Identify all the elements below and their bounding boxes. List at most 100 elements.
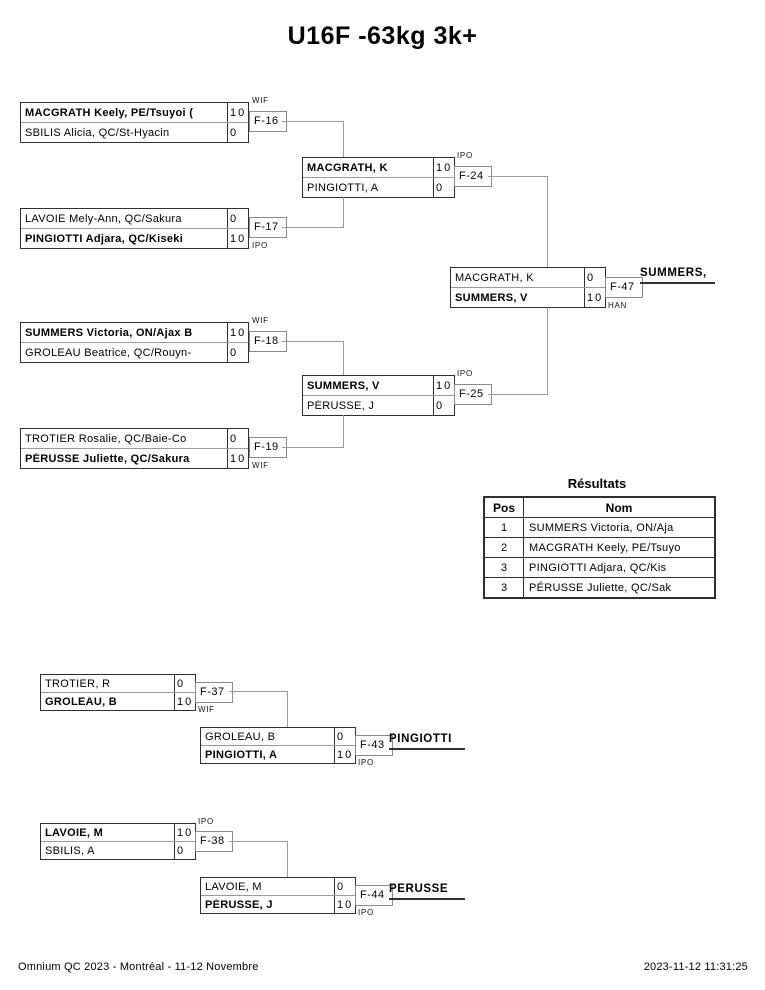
player-name: LAVOIE Mely-Ann, QC/Sakura xyxy=(25,212,182,225)
connector-line xyxy=(343,197,344,228)
player-row: MACGRATH Keely, PE/Tsuyoi ( 10 xyxy=(21,103,248,123)
player-row: PÉRUSSE, J 0 xyxy=(303,396,454,415)
player-score: 0 xyxy=(227,429,248,448)
player-score: 10 xyxy=(174,693,195,710)
connector-line xyxy=(287,841,288,877)
connector-line xyxy=(229,691,287,692)
player-score: 0 xyxy=(433,178,454,197)
player-score: 10 xyxy=(227,229,248,248)
player-score: 10 xyxy=(433,158,454,177)
player-score: 0 xyxy=(584,268,605,287)
match-box-f24: MACGRATH, K 10 PINGIOTTI, A 0 xyxy=(302,157,455,198)
winner-label-repechage-b: PÉRUSSE xyxy=(389,883,465,900)
results-header-row: Pos Nom xyxy=(483,496,716,518)
player-row: TROTIER, R 0 xyxy=(41,675,195,693)
match-box-f17: LAVOIE Mely-Ann, QC/Sakura 0 PINGIOTTI A… xyxy=(20,208,249,249)
connector-line xyxy=(282,341,343,342)
result-pos: 3 xyxy=(483,557,524,578)
result-pos: 2 xyxy=(483,537,524,558)
player-name: GROLEAU, B xyxy=(45,695,118,708)
connector-line xyxy=(282,227,343,228)
connector-line xyxy=(488,176,547,177)
connector-line xyxy=(547,176,548,267)
player-name: PÉRUSSE, J xyxy=(205,898,273,911)
player-name: SUMMERS, V xyxy=(455,291,528,304)
match-code-f17: F-17 xyxy=(249,217,287,238)
winner-label-final: SUMMERS, xyxy=(640,267,715,284)
player-name: MACGRATH, K xyxy=(455,271,534,284)
match-box-f18: SUMMERS Victoria, ON/Ajax B 10 GROLEAU B… xyxy=(20,322,249,363)
match-code-f44: F-44 xyxy=(355,885,393,906)
player-row: LAVOIE, M 10 xyxy=(41,824,195,842)
match-box-f37: TROTIER, R 0 GROLEAU, B 10 xyxy=(40,674,196,711)
win-type-tag: WIF xyxy=(252,461,269,470)
player-row: SBILIS, A 0 xyxy=(41,842,195,859)
win-type-tag: IPO xyxy=(358,758,374,767)
player-row: SUMMERS Victoria, ON/Ajax B 10 xyxy=(21,323,248,343)
player-name: PINGIOTTI Adjara, QC/Kiseki xyxy=(25,232,184,245)
win-type-tag: HAN xyxy=(608,301,627,310)
player-score: 10 xyxy=(334,746,355,763)
connector-line xyxy=(287,691,288,727)
player-name: PÉRUSSE Juliette, QC/Sakura xyxy=(25,452,190,465)
win-type-tag: IPO xyxy=(252,241,268,250)
results-col-nom: Nom xyxy=(523,496,716,518)
player-row: GROLEAU, B 10 xyxy=(41,693,195,710)
player-name: PÉRUSSE, J xyxy=(307,399,375,412)
player-score: 0 xyxy=(174,675,195,692)
match-box-f19: TROTIER Rosalie, QC/Baie-Co 0 PÉRUSSE Ju… xyxy=(20,428,249,469)
win-type-tag: WIF xyxy=(252,96,269,105)
match-box-f38: LAVOIE, M 10 SBILIS, A 0 xyxy=(40,823,196,860)
match-box-f47: MACGRATH, K 0 SUMMERS, V 10 xyxy=(450,267,606,308)
player-score: 0 xyxy=(174,842,195,859)
player-score: 10 xyxy=(174,824,195,841)
results-row: 2 MACGRATH Keely, PE/Tsuyo xyxy=(483,537,716,558)
player-score: 10 xyxy=(334,896,355,913)
connector-line xyxy=(488,394,547,395)
player-name: TROTIER Rosalie, QC/Baie-Co xyxy=(25,432,187,445)
player-name: MACGRATH, K xyxy=(307,161,388,174)
connector-line xyxy=(343,341,344,375)
player-name: TROTIER, R xyxy=(45,677,111,690)
player-score: 0 xyxy=(227,123,248,142)
player-row: PINGIOTTI Adjara, QC/Kiseki 10 xyxy=(21,229,248,248)
result-nom: PINGIOTTI Adjara, QC/Kis xyxy=(523,557,716,578)
player-row: PÉRUSSE, J 10 xyxy=(201,896,355,913)
player-row: PINGIOTTI, A 10 xyxy=(201,746,355,763)
win-type-tag: WIF xyxy=(198,705,215,714)
win-type-tag: IPO xyxy=(457,369,473,378)
results-title: Résultats xyxy=(567,476,627,491)
player-score: 10 xyxy=(227,323,248,342)
player-row: LAVOIE Mely-Ann, QC/Sakura 0 xyxy=(21,209,248,229)
match-code-f18: F-18 xyxy=(249,331,287,352)
match-code-f38: F-38 xyxy=(195,831,233,852)
match-code-f37: F-37 xyxy=(195,682,233,703)
player-row: SBILIS Alicia, QC/St-Hyacin 0 xyxy=(21,123,248,142)
player-row: PINGIOTTI, A 0 xyxy=(303,178,454,197)
player-name: PINGIOTTI, A xyxy=(307,181,379,194)
player-name: GROLEAU Beatrice, QC/Rouyn- xyxy=(25,346,192,359)
footer-timestamp: 2023-11-12 11:31:25 xyxy=(643,961,748,973)
footer-event-name: Omnium QC 2023 - Montréal - 11-12 Novemb… xyxy=(18,961,259,973)
win-type-tag: IPO xyxy=(198,817,214,826)
player-name: MACGRATH Keely, PE/Tsuyoi ( xyxy=(25,106,194,119)
player-score: 10 xyxy=(433,376,454,395)
results-row: 3 PÉRUSSE Juliette, QC/Sak xyxy=(483,577,716,599)
player-name: GROLEAU, B xyxy=(205,730,276,743)
connector-line xyxy=(547,307,548,395)
player-name: LAVOIE, M xyxy=(205,880,262,893)
results-table: Pos Nom 1 SUMMERS Victoria, ON/Aja 2 MAC… xyxy=(483,496,716,599)
results-col-pos: Pos xyxy=(483,496,524,518)
player-name: SBILIS, A xyxy=(45,844,95,857)
match-code-f25: F-25 xyxy=(454,384,492,405)
connector-line xyxy=(229,841,287,842)
match-code-f47: F-47 xyxy=(605,277,643,298)
winner-label-repechage-a: PINGIOTTI xyxy=(389,733,465,750)
player-score: 0 xyxy=(227,343,248,362)
player-score: 0 xyxy=(433,396,454,415)
player-name: SBILIS Alicia, QC/St-Hyacin xyxy=(25,126,170,139)
player-row: GROLEAU, B 0 xyxy=(201,728,355,746)
win-type-tag: IPO xyxy=(358,908,374,917)
match-box-f43: GROLEAU, B 0 PINGIOTTI, A 10 xyxy=(200,727,356,764)
